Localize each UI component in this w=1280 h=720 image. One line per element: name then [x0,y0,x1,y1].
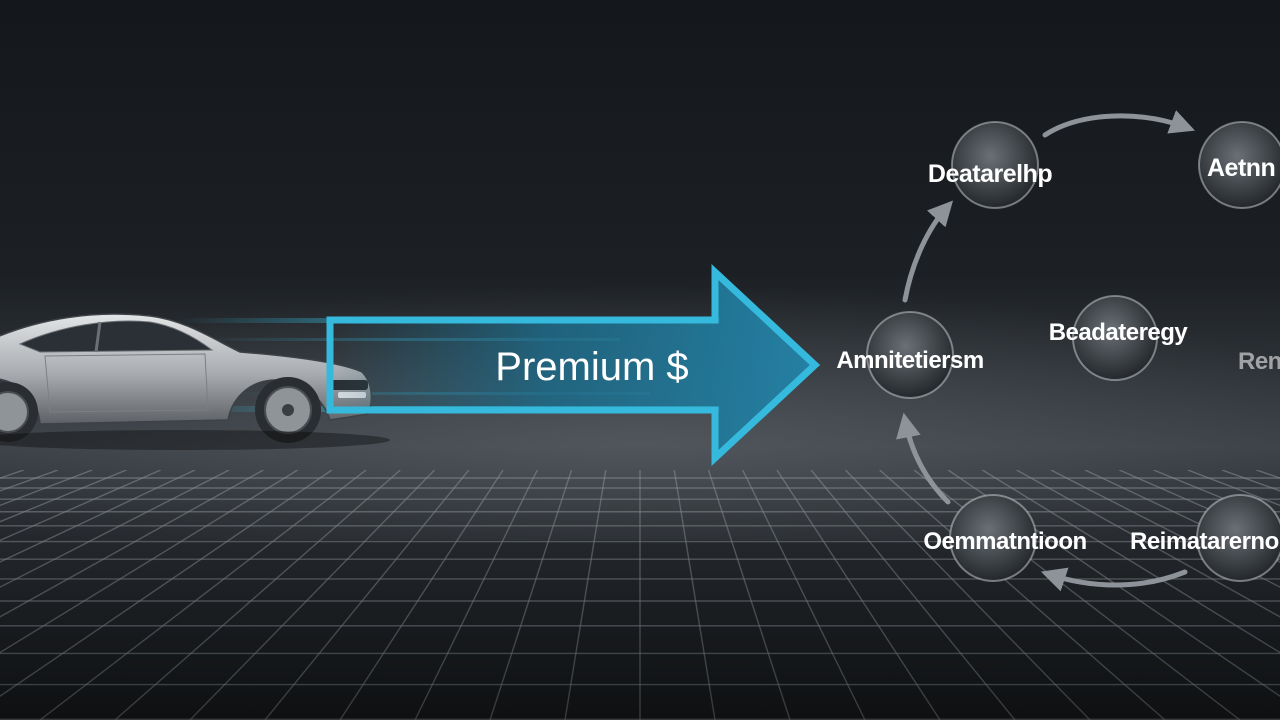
node-top-right-circle [1198,121,1280,209]
connector-left-down [896,412,951,505]
node-center-circle [866,311,954,399]
node-label-top-left: Deatarelhp [928,160,1052,188]
grid-shade [0,470,1280,720]
node-label-far-right: Ren [1238,348,1280,375]
car-illustration [0,313,390,450]
connector-top [1042,110,1196,138]
node-label-center: Amnitetiersm [836,347,983,374]
node-label-top-right: Aetnn [1207,154,1275,182]
connector-left-up [902,200,954,303]
node-bottom-right-circle [1196,494,1280,582]
node-middle-right-circle [1072,295,1158,381]
node-label-bottom-left: Oemmatntioon [923,528,1086,555]
connector-bottom [1040,567,1188,592]
node-bottom-left-circle [949,494,1037,582]
node-label-bottom-right: Reimatarerno [1130,528,1279,555]
node-top-left-circle [951,121,1039,209]
premium-arrow: Premium $ [326,263,821,467]
flow-labels: Deatarelhp Aetnn Amnitetiersm Beadatereg… [836,154,1280,555]
premium-label: Premium $ [495,345,688,389]
flow-nodes [866,121,1280,582]
node-label-middle-right: Beadateregy [1049,319,1189,346]
flow-connectors [896,110,1196,592]
